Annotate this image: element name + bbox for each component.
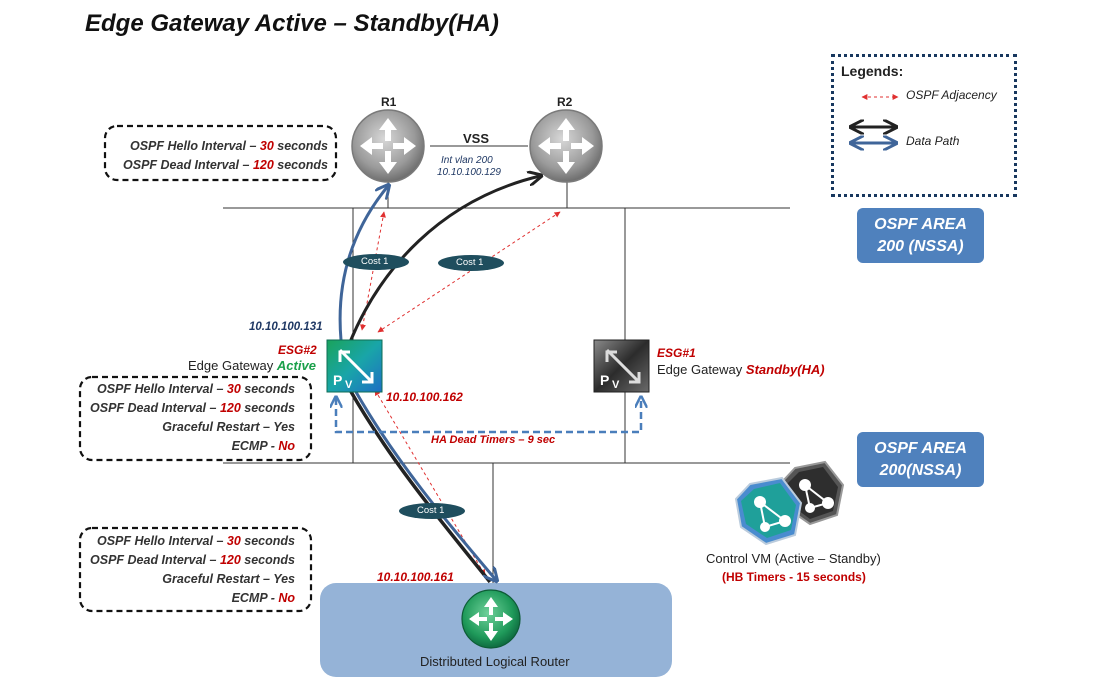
box-top-text: OSPF Hello Interval – 30 seconds OSPF De… xyxy=(123,139,328,172)
area-upper-line2: 200 (NSSA) xyxy=(877,237,964,255)
legend-box xyxy=(831,54,1017,197)
cost-label-3: Cost 1 xyxy=(417,505,445,516)
cost-oval-2 xyxy=(438,255,504,271)
data-path-esg-r2 xyxy=(348,176,540,343)
data-path-esg-r1 xyxy=(338,186,388,341)
legend-heading: Legends: xyxy=(841,63,904,79)
svg-text:V: V xyxy=(612,379,620,391)
ospf-area-lower: OSPF AREA 200(NSSA) xyxy=(857,432,984,487)
ha-heartbeat-path xyxy=(336,398,641,434)
box-esg-border xyxy=(78,375,313,462)
area-upper-line1: OSPF AREA xyxy=(874,215,967,233)
svg-text:V: V xyxy=(345,379,353,391)
cost-oval-1 xyxy=(343,254,409,270)
control-vm-label: Control VM (Active – Standby) xyxy=(706,551,881,566)
control-vm-timers: (HB Timers - 15 seconds) xyxy=(722,570,866,584)
esg2-active-icon: P V xyxy=(326,339,383,393)
esg1-tag: ESG#1 xyxy=(657,346,696,360)
box-esg-text: OSPF Hello Interval – 30 seconds OSPF De… xyxy=(90,382,295,453)
area-lower-line1: OSPF AREA xyxy=(874,439,967,457)
esg2-label: Edge Gateway Active xyxy=(188,358,316,373)
dlr-router-icon xyxy=(461,589,521,649)
esg2-uplink-ip: 10.10.100.131 xyxy=(249,321,323,333)
router-r2-icon xyxy=(529,109,603,183)
int-vlan-ip: 10.10.100.129 xyxy=(437,167,501,178)
router-r1-icon xyxy=(351,109,425,183)
esg2-tag: ESG#2 xyxy=(278,343,317,357)
r2-label: R2 xyxy=(557,95,573,109)
data-path-esg-dlr-blue xyxy=(354,391,496,580)
esg2-downlink-ip: 10.10.100.162 xyxy=(386,390,463,404)
dlr-label: Distributed Logical Router xyxy=(420,654,570,669)
r1-label: R1 xyxy=(381,95,397,109)
legend-data-path: Data Path xyxy=(906,134,960,148)
control-vm-active-icon xyxy=(734,476,803,546)
cost-label-1: Cost 1 xyxy=(361,256,389,267)
esg1-standby-icon: P V xyxy=(593,339,650,393)
legend-ospf-adjacency: OSPF Adjacency xyxy=(906,88,997,102)
area-lower-line2: 200(NSSA) xyxy=(879,461,962,479)
cost-label-2: Cost 1 xyxy=(456,257,484,268)
box-top-border xyxy=(103,124,338,182)
box-dlr-text: OSPF Hello Interval – 30 seconds OSPF De… xyxy=(90,534,295,605)
svg-text:P: P xyxy=(333,372,342,388)
int-vlan-label: Int vlan 200 xyxy=(441,155,493,166)
ospf-adjacency-lines xyxy=(360,94,899,576)
svg-text:P: P xyxy=(600,372,609,388)
vss-label: VSS xyxy=(463,131,490,146)
ospf-area-upper: OSPF AREA 200 (NSSA) xyxy=(857,208,984,263)
box-dlr-border xyxy=(78,526,313,613)
diagram-title: Edge Gateway Active – Standby(HA) xyxy=(85,10,499,37)
dlr-ip: 10.10.100.161 xyxy=(377,570,454,584)
cost-oval-3 xyxy=(399,503,465,519)
data-path-esg-dlr-black xyxy=(348,389,492,584)
esg1-label: Edge Gateway Standby(HA) xyxy=(657,362,825,377)
ha-dead-timers: HA Dead Timers – 9 sec xyxy=(431,434,556,446)
